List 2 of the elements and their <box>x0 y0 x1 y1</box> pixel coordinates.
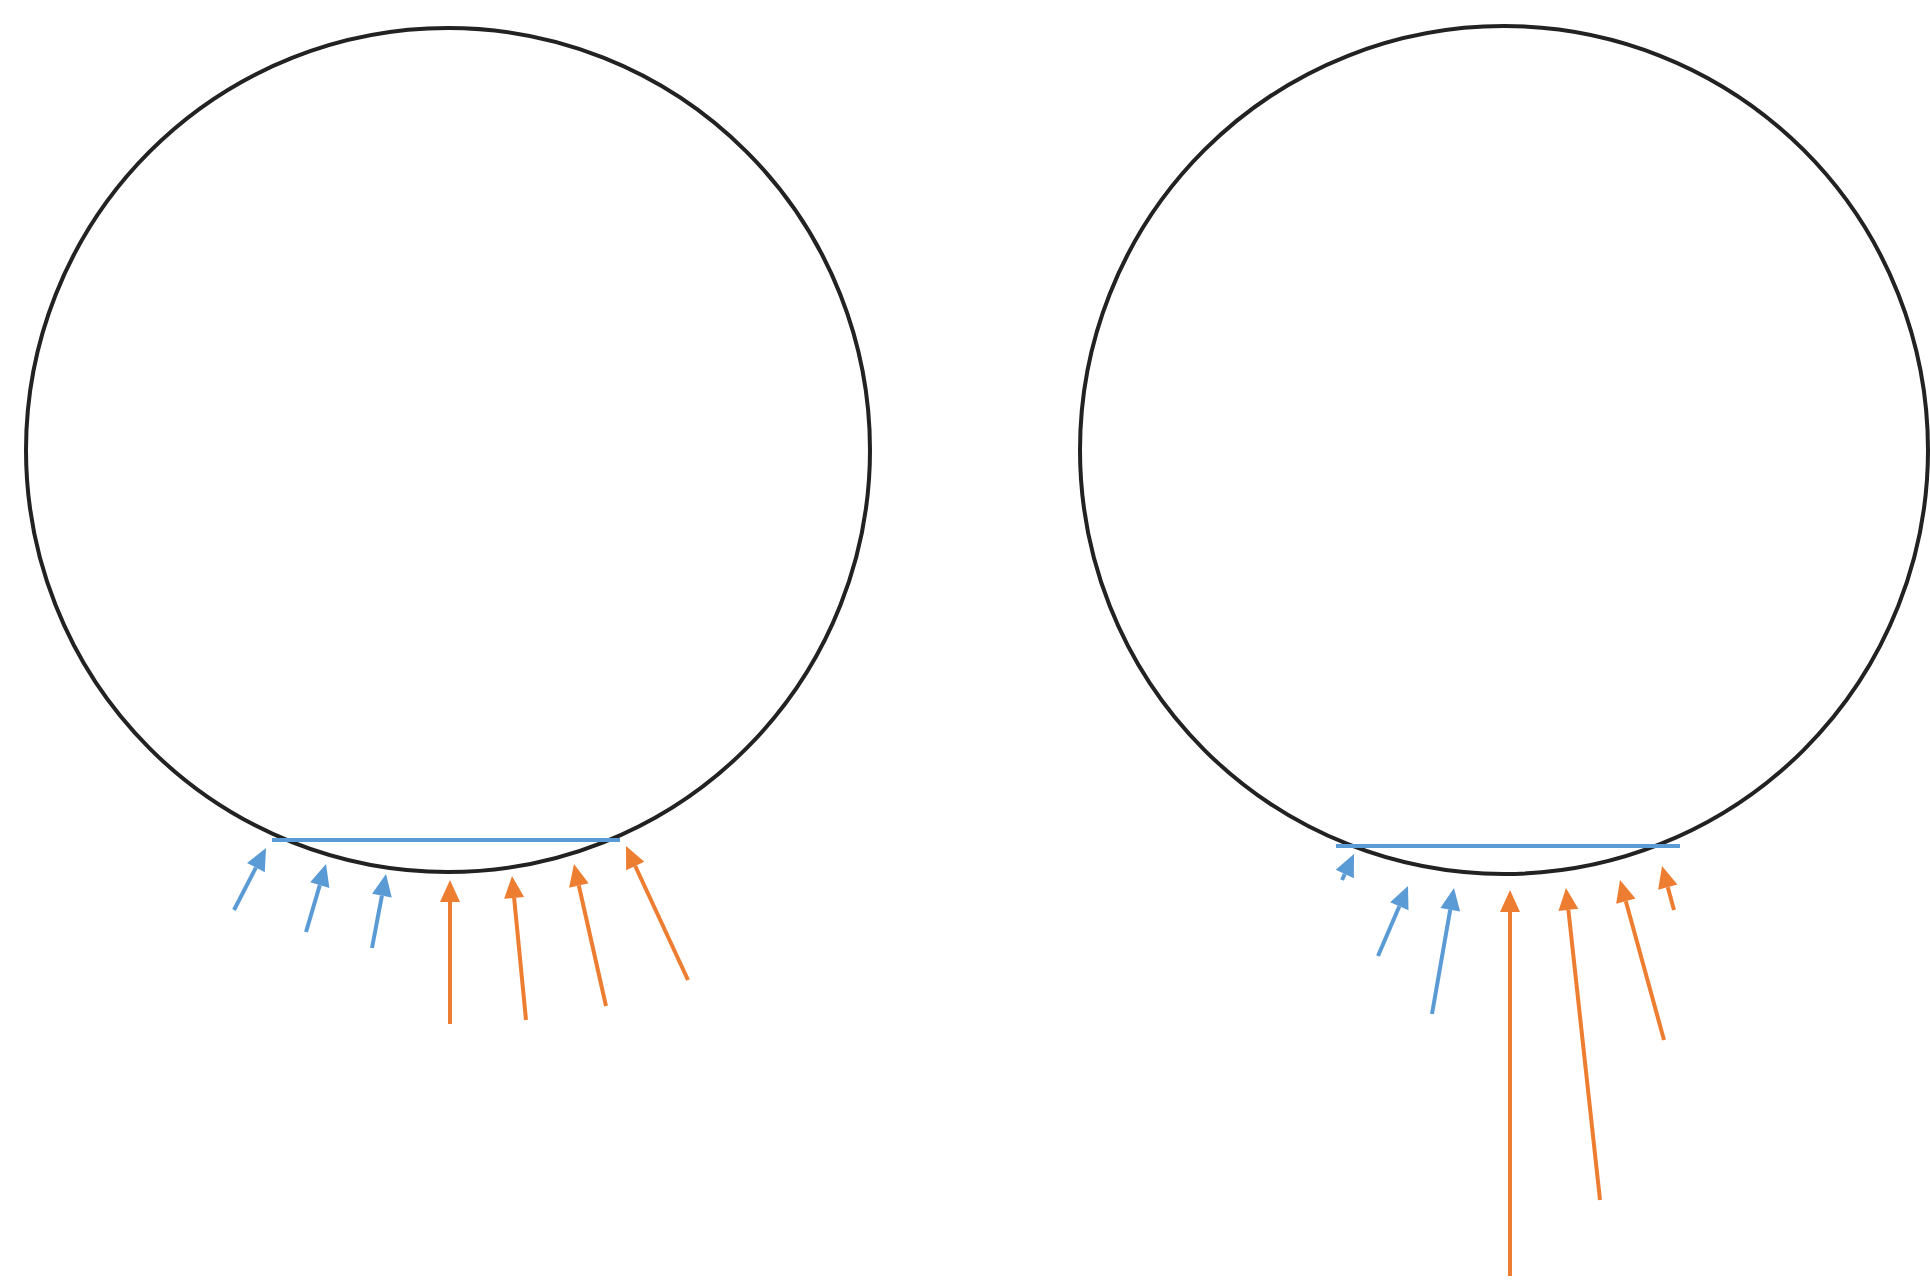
circle-outline <box>24 26 872 874</box>
circle-outline <box>1078 24 1930 876</box>
